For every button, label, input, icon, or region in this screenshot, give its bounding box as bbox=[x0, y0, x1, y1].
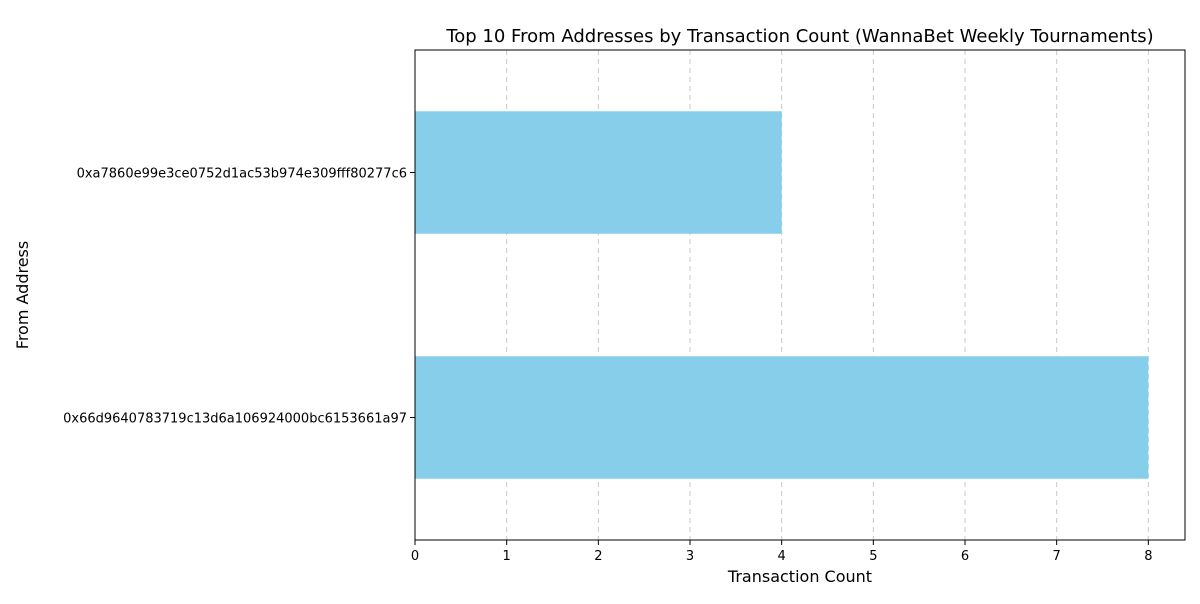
bar bbox=[415, 111, 782, 234]
bars bbox=[415, 111, 1149, 479]
x-tick-label: 1 bbox=[503, 549, 511, 564]
y-axis-label: From Address bbox=[13, 241, 32, 349]
x-tick-label: 3 bbox=[686, 549, 694, 564]
x-tick-label: 8 bbox=[1144, 549, 1152, 564]
x-tick-label: 7 bbox=[1053, 549, 1061, 564]
x-tick-label: 5 bbox=[869, 549, 877, 564]
x-tick-label: 2 bbox=[594, 549, 602, 564]
y-axis-ticks: 0x66d9640783719c13d6a106924000bc6153661a… bbox=[63, 167, 415, 427]
bar bbox=[415, 356, 1149, 479]
x-axis-label: Transaction Count bbox=[727, 567, 872, 586]
x-tick-label: 6 bbox=[961, 549, 969, 564]
plot-frame bbox=[414, 49, 1186, 541]
y-tick-label: 0xa7860e99e3ce0752d1ac53b974e309fff80277… bbox=[77, 167, 407, 182]
chart-title: Top 10 From Addresses by Transaction Cou… bbox=[445, 26, 1153, 47]
x-tick-label: 0 bbox=[411, 549, 419, 564]
x-tick-label: 4 bbox=[778, 549, 786, 564]
x-axis-ticks: 0 1 2 3 4 5 6 7 8 bbox=[411, 540, 1152, 564]
y-tick-label: 0x66d9640783719c13d6a106924000bc6153661a… bbox=[63, 412, 407, 427]
